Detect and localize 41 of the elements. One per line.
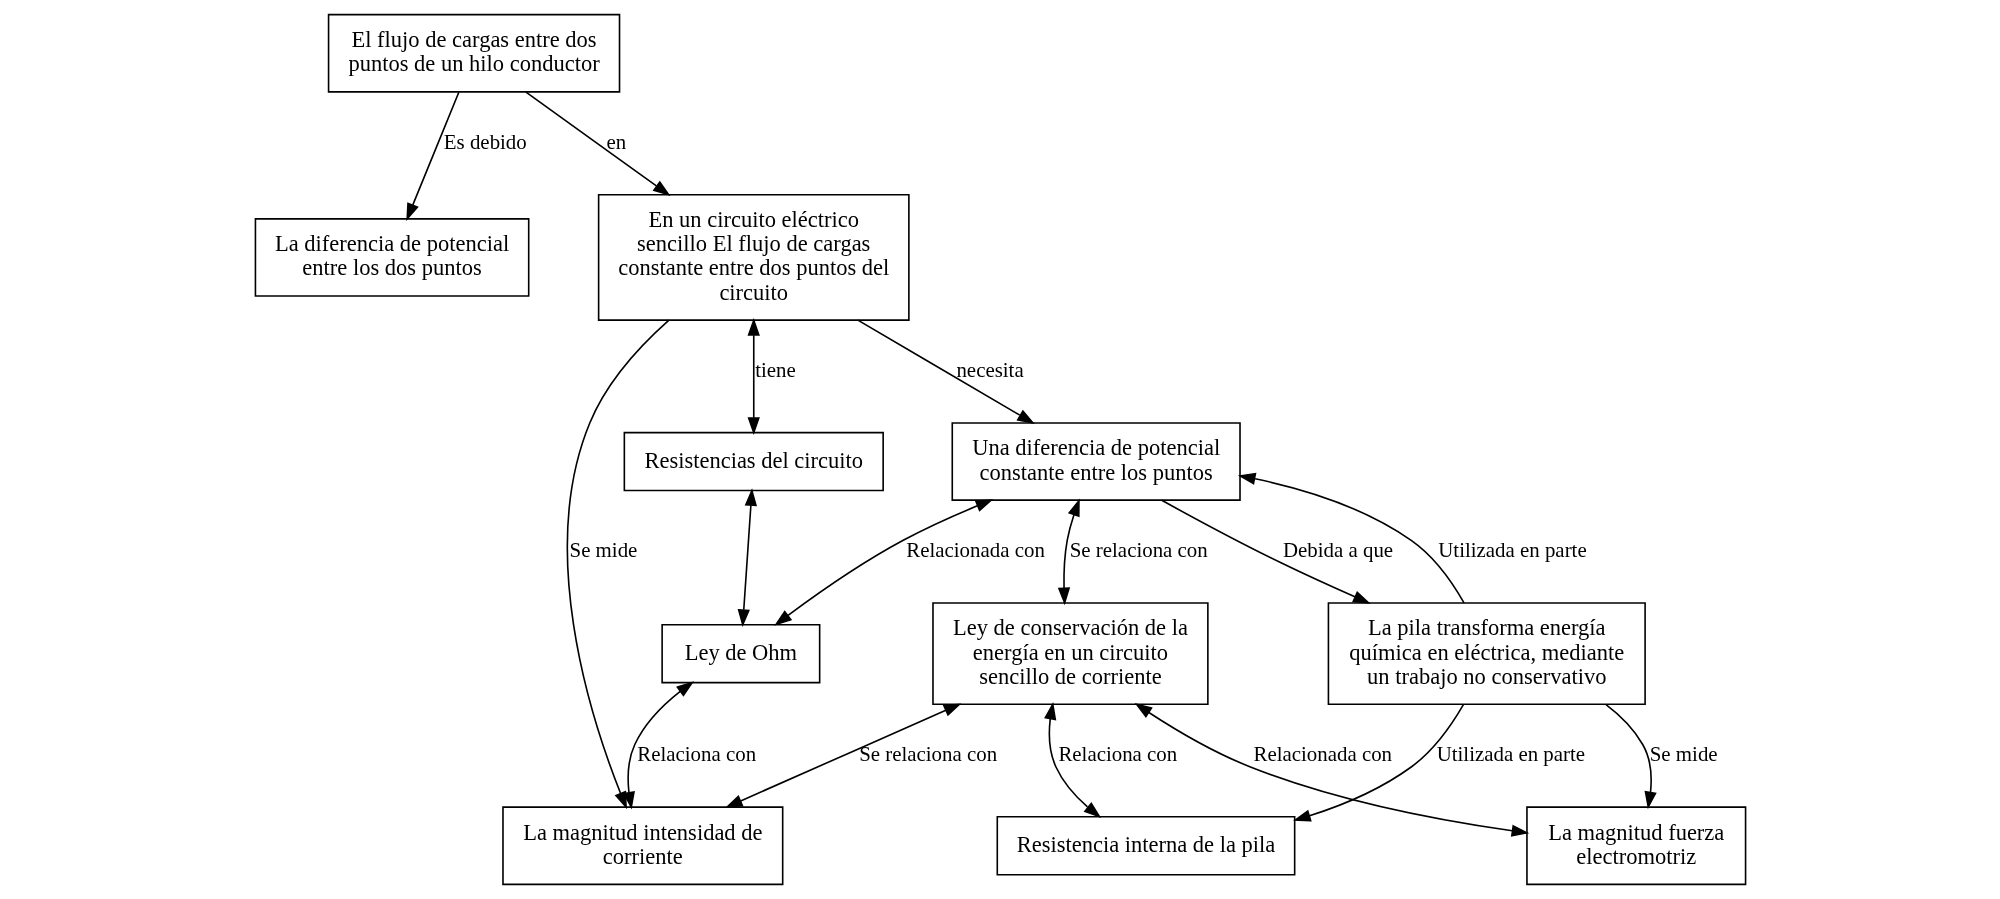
arrow bbox=[566, 319, 670, 810]
arrow bbox=[1057, 498, 1080, 606]
arrow bbox=[1043, 701, 1101, 819]
edge-label: Se relaciona con bbox=[1069, 538, 1208, 563]
node-box: Resistencias del circuito bbox=[623, 431, 884, 492]
node-box: El flujo de cargas entre dos puntos de un hilo conductor bbox=[327, 13, 620, 93]
edge-label: tiene bbox=[754, 358, 796, 382]
arrow bbox=[1237, 472, 1465, 604]
edge-label: Relaciona con bbox=[636, 742, 756, 767]
edge-label: Es debido bbox=[443, 129, 527, 154]
arrow bbox=[1604, 703, 1657, 810]
edge-label: Relaciona con bbox=[1057, 742, 1177, 767]
arrow bbox=[747, 317, 760, 435]
arrow bbox=[773, 499, 993, 626]
arrow bbox=[524, 91, 671, 197]
edge-label: Se relaciona con bbox=[858, 742, 997, 767]
arrow bbox=[1134, 702, 1529, 837]
edge-label: Debida a que bbox=[1282, 538, 1393, 563]
edge-label: Se mide bbox=[569, 538, 637, 563]
node-box: La diferencia de potencial entre los dos puntos bbox=[254, 218, 529, 297]
edge-label: Relacionada con bbox=[1253, 742, 1392, 767]
edge-label: Utilizada en parte bbox=[1437, 538, 1587, 563]
arrow bbox=[1292, 703, 1464, 822]
arrow bbox=[737, 488, 757, 627]
edge-label: en bbox=[605, 129, 626, 154]
arrow bbox=[1160, 499, 1371, 604]
node-box: Ley de Ohm bbox=[660, 623, 820, 684]
node-box: En un circuito eléctrico sencillo El flujo de cargas constante entre dos puntos del circuito bbox=[597, 193, 910, 321]
edge-label: Utilizada en parte bbox=[1436, 742, 1585, 767]
node-box: La magnitud fuerza electromotriz bbox=[1525, 806, 1746, 886]
arrow bbox=[856, 319, 1035, 424]
node-box: Ley de conservación de la energía en un circuito sencillo de corriente bbox=[931, 602, 1209, 706]
arrow bbox=[724, 703, 961, 808]
edge-label: Relacionada con bbox=[905, 538, 1045, 563]
edge-label: Se mide bbox=[1649, 742, 1718, 767]
edge-label: necesita bbox=[955, 358, 1024, 382]
node-box: Resistencia interna de la pila bbox=[996, 816, 1295, 876]
arrow bbox=[405, 91, 460, 221]
node-box: La magnitud intensidad de corriente bbox=[501, 806, 783, 886]
node-box: La pila transforma energía química en eléctrica, mediante un trabajo no conservativo bbox=[1327, 602, 1646, 706]
node-box: Una diferencia de potencial constante entre los puntos bbox=[950, 422, 1241, 501]
